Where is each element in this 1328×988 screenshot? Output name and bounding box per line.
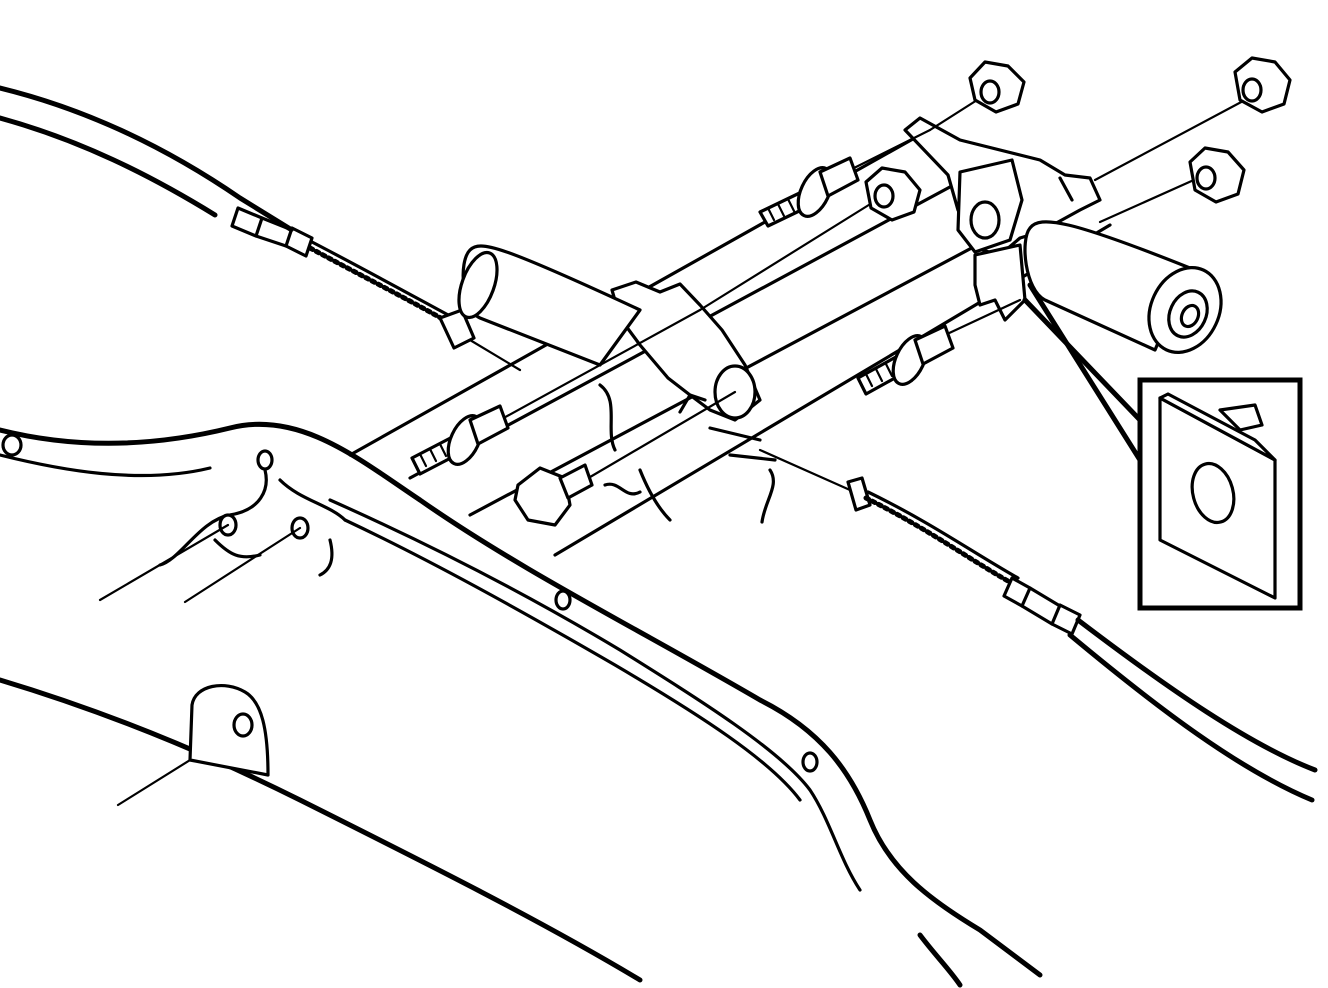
bolt-2 xyxy=(410,308,702,476)
nut-1 xyxy=(928,60,1026,132)
cable-right xyxy=(758,448,1318,803)
nut-3 xyxy=(1098,146,1246,224)
bolt-1 xyxy=(758,128,932,228)
nut-2 xyxy=(1093,56,1292,182)
cylinder-actuator xyxy=(1023,220,1223,354)
bolt-4 xyxy=(856,298,1022,396)
crossmember-end-cylinder xyxy=(457,244,642,367)
lower-frame-rail xyxy=(0,677,643,983)
bolt-3 xyxy=(513,390,737,527)
nut-4 xyxy=(698,166,922,312)
frame-rail-left xyxy=(0,85,303,238)
detail-inset-washer-plate xyxy=(1022,282,1303,611)
frame-rail-right xyxy=(0,421,1043,988)
